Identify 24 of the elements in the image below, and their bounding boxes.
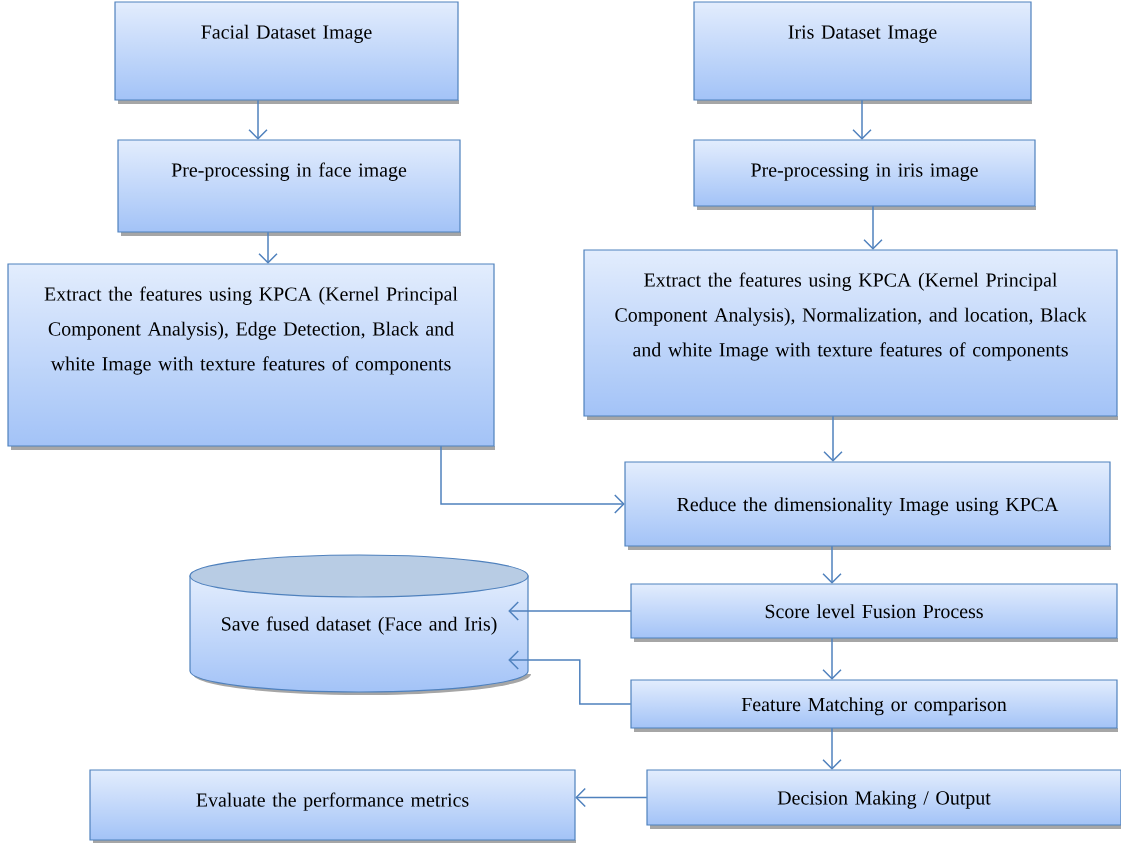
- arrow: [822, 727, 842, 770]
- arrow: [508, 650, 632, 705]
- arrow: [852, 99, 872, 140]
- process-box: Decision Making / Output: [646, 769, 1121, 829]
- process-box: Reduce the dimensionality Image using KPCA: [624, 461, 1111, 550]
- process-box: Evaluate the performance metrics: [89, 769, 576, 843]
- process-box: Extract the features using KPCA (Kernel Principal Component Analysis), Edge Detection, Black and white Image with texture features of components: [7, 263, 495, 450]
- arrow: [508, 601, 632, 621]
- arrow: [258, 231, 278, 264]
- process-box: Facial Dataset Image: [114, 1, 459, 104]
- arrow: [863, 205, 883, 250]
- process-box: Extract the features using KPCA (Kernel Principal Component Analysis), Normalization, and location, Black and white Image with texture features of components: [583, 249, 1118, 420]
- database-cylinder: Save fused dataset (Face and Iris): [189, 554, 531, 695]
- process-box: Iris Dataset Image: [693, 1, 1032, 104]
- arrow: [823, 415, 843, 462]
- arrow: [822, 545, 842, 584]
- process-box: Pre-processing in face image: [117, 139, 461, 236]
- arrow: [822, 637, 842, 680]
- arrow: [575, 787, 648, 808]
- process-box: Feature Matching or comparison: [630, 679, 1118, 732]
- process-box: Pre-processing in iris image: [693, 139, 1036, 210]
- process-box: Score level Fusion Process: [630, 583, 1118, 642]
- arrow: [248, 99, 268, 140]
- arrow: [440, 445, 625, 514]
